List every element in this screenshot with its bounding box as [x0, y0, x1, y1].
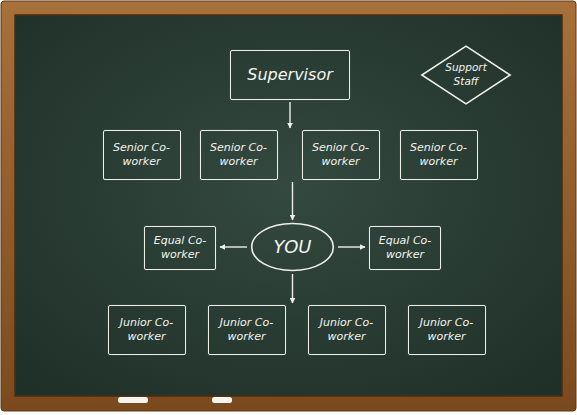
arrow-connector [220, 246, 247, 247]
node-label: Junior Co-worker [412, 316, 482, 345]
junior-box: Junior Co-worker [308, 305, 386, 355]
node-label: Equal Co-worker [373, 234, 437, 263]
node-label: YOU [273, 235, 311, 258]
text-wrap: Senior Co-worker [404, 141, 474, 170]
text-wrap: Senior Co-worker [107, 141, 177, 170]
supervisor-box: Supervisor [230, 50, 350, 100]
chalk-piece [212, 397, 232, 403]
node-label: Supervisor [247, 65, 333, 86]
node-label: Support Staff [438, 61, 494, 88]
text-wrap: Junior Co-worker [112, 316, 182, 345]
arrow-connector [292, 274, 293, 303]
node-label: Senior Co-worker [204, 141, 274, 170]
junior-box: Junior Co-worker [408, 305, 486, 355]
senior-box: Senior Co-worker [400, 130, 478, 180]
node-label: Equal Co-worker [148, 234, 212, 263]
text-wrap: YOU [273, 235, 311, 258]
node-label: Junior Co-worker [112, 316, 182, 345]
chalk-piece [118, 397, 148, 403]
junior-box: Junior Co-worker [208, 305, 286, 355]
senior-box: Senior Co-worker [103, 130, 181, 180]
arrow-connector [338, 246, 365, 247]
senior-box: Senior Co-worker [200, 130, 278, 180]
junior-box: Junior Co-worker [108, 305, 186, 355]
text-wrap: Senior Co-worker [306, 141, 376, 170]
text-wrap: Junior Co-worker [412, 316, 482, 345]
node-label: Junior Co-worker [212, 316, 282, 345]
text-wrap: Support Staff [438, 61, 494, 88]
arrow-connector [289, 102, 290, 128]
node-label: Senior Co-worker [306, 141, 376, 170]
text-wrap: Supervisor [247, 65, 333, 86]
text-wrap: Equal Co-worker [148, 234, 212, 263]
equal-box: Equal Co-worker [369, 226, 441, 270]
text-wrap: Equal Co-worker [373, 234, 437, 263]
text-wrap: Senior Co-worker [204, 141, 274, 170]
node-label: Senior Co-worker [404, 141, 474, 170]
equal-box: Equal Co-worker [144, 226, 216, 270]
arrow-connector [292, 182, 293, 220]
text-wrap: Junior Co-worker [312, 316, 382, 345]
support-diamond: Support Staff [420, 45, 512, 105]
board-surface [15, 15, 562, 396]
node-label: Junior Co-worker [312, 316, 382, 345]
text-wrap: Junior Co-worker [212, 316, 282, 345]
senior-box: Senior Co-worker [302, 130, 380, 180]
you-ellipse: YOU [250, 222, 335, 272]
node-label: Senior Co-worker [107, 141, 177, 170]
